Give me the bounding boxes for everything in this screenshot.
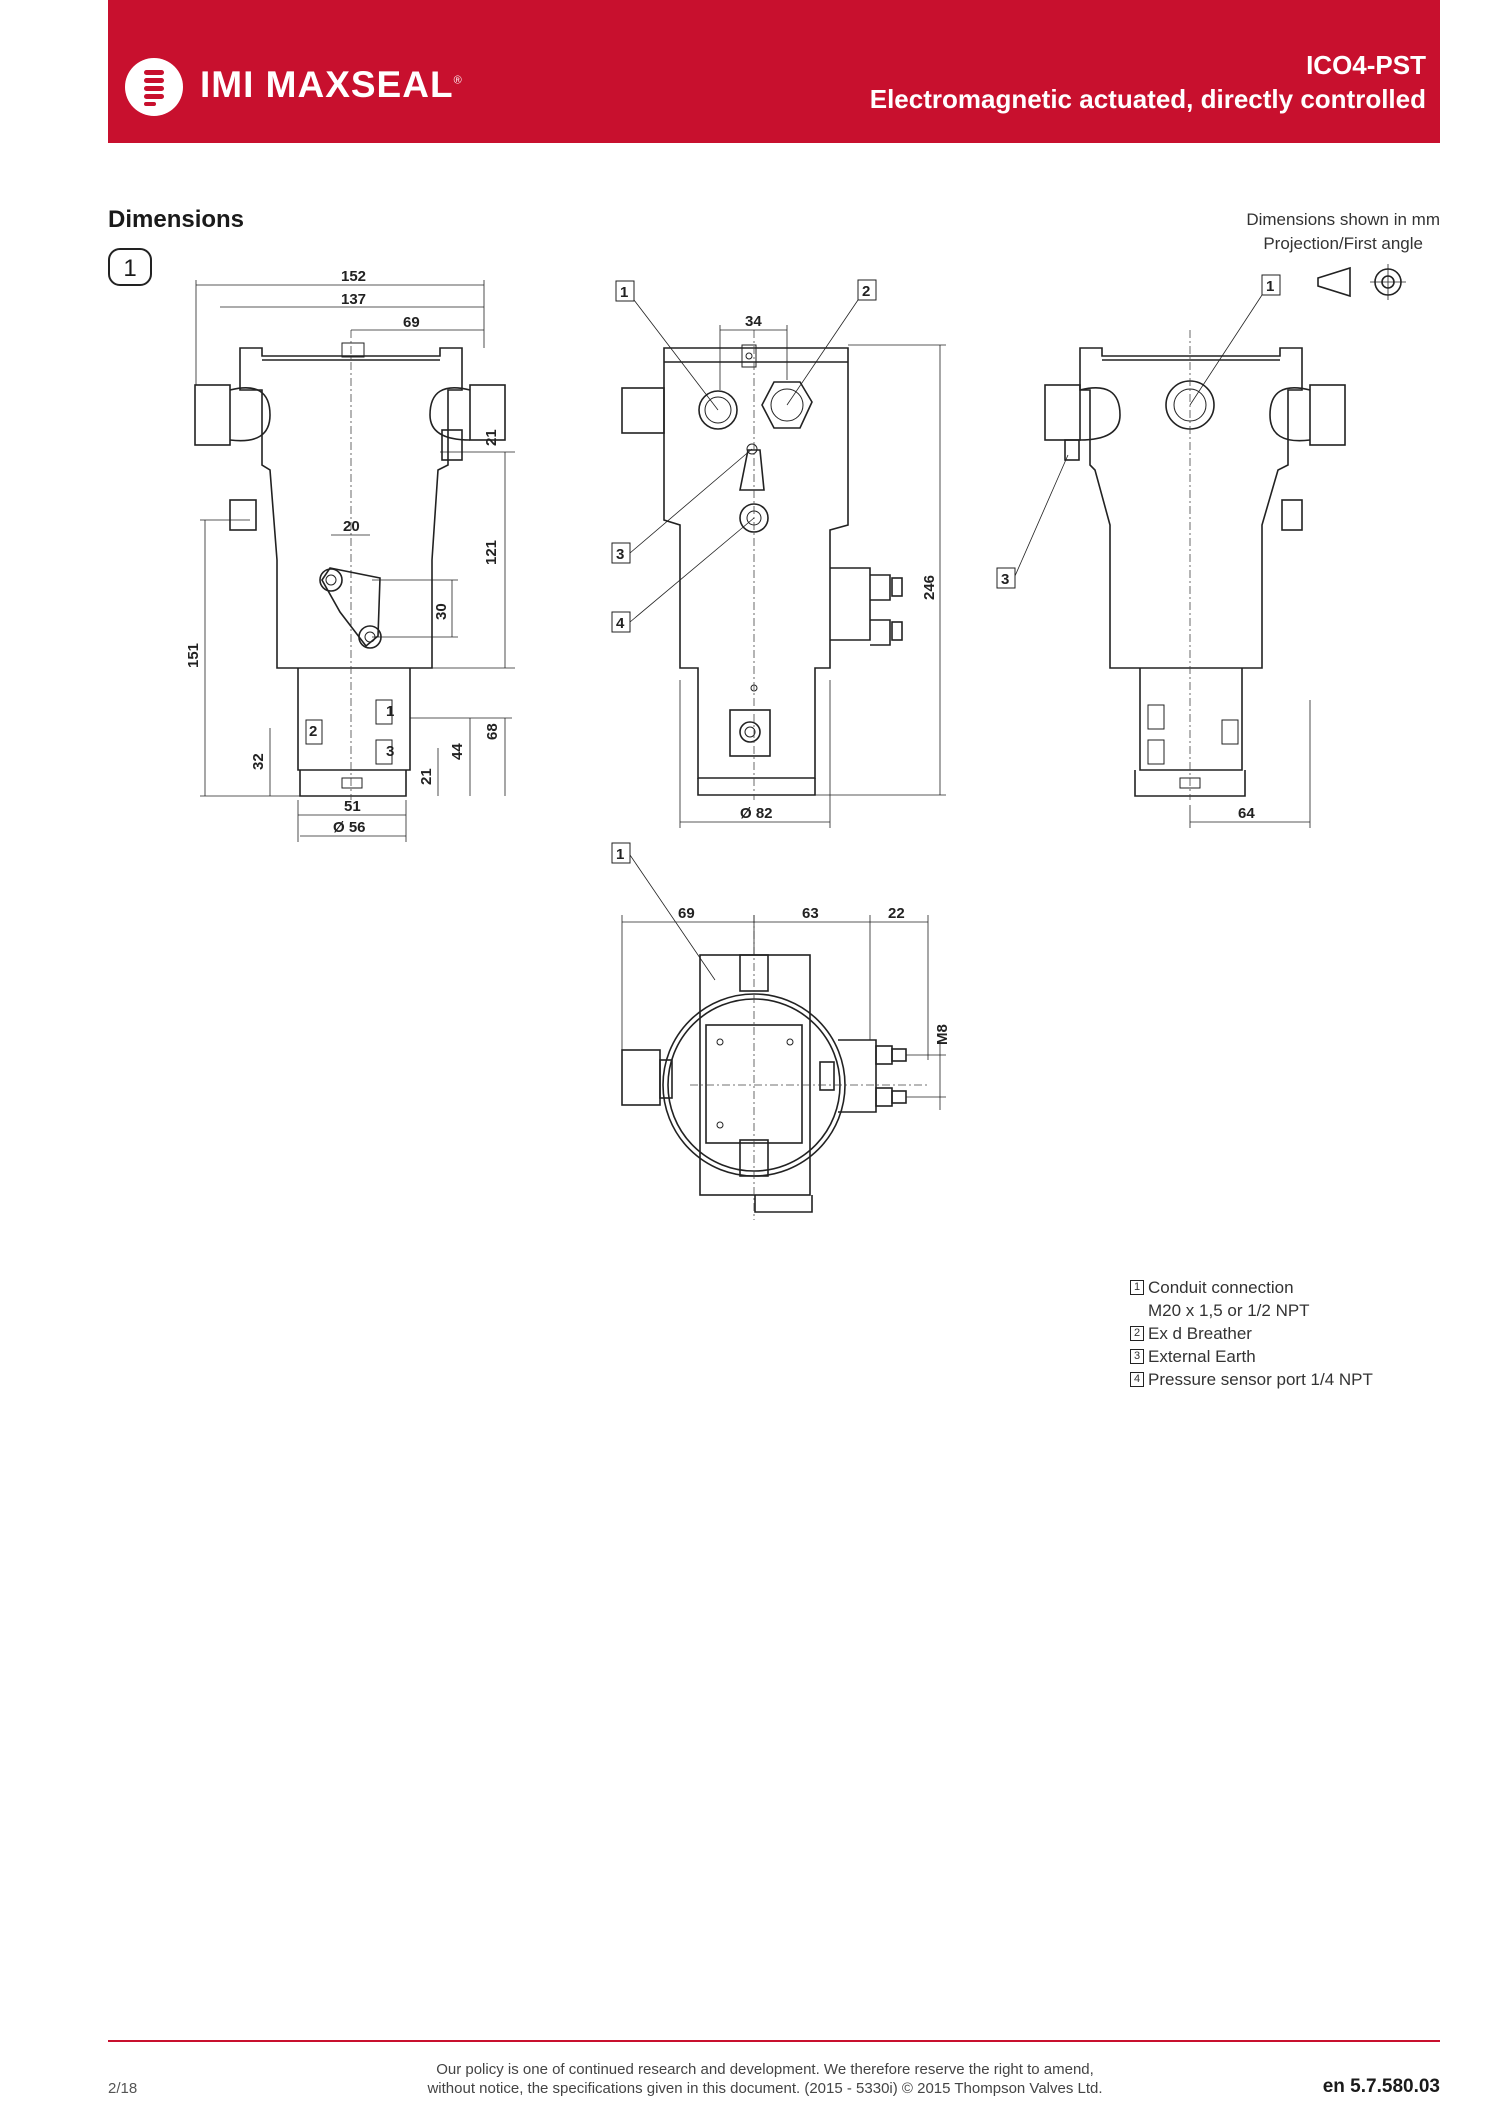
figure-number-badge: 1: [108, 248, 152, 286]
svg-text:152: 152: [341, 268, 366, 285]
legend-text: Ex d Breather: [1148, 1324, 1252, 1343]
section-title: Dimensions: [108, 206, 245, 233]
legend-item: 2 Ex d Breather: [1130, 1322, 1373, 1345]
legend-text: External Earth: [1148, 1347, 1256, 1366]
svg-text:1: 1: [616, 846, 624, 863]
document-title: ICO4-PST Electromagnetic actuated, direc…: [870, 48, 1426, 116]
svg-text:1: 1: [620, 284, 628, 301]
svg-text:44: 44: [449, 743, 466, 760]
callout-box: 3: [996, 567, 1016, 589]
svg-text:1: 1: [1266, 278, 1274, 295]
svg-text:Ø 56: Ø 56: [333, 819, 366, 836]
legend-text: Conduit connection: [1148, 1278, 1294, 1297]
callout-box: 3: [611, 542, 631, 564]
svg-text:M8: M8: [934, 1024, 951, 1045]
port-labels: 2 1 3: [309, 703, 394, 760]
front-view: 2 1 3 152 137 69 21: [185, 268, 515, 842]
legend: 1 Conduit connection M20 x 1,5 or 1/2 NP…: [1130, 1276, 1373, 1391]
units-text: Dimensions shown in mm: [1246, 210, 1440, 229]
units-note: Dimensions shown in mm Projection/First …: [1246, 208, 1440, 256]
svg-text:20: 20: [343, 518, 360, 535]
dimension-drawing: 1 2 1 3: [185, 264, 1406, 1220]
legend-subtext: M20 x 1,5 or 1/2 NPT: [1148, 1301, 1310, 1320]
svg-text:2: 2: [309, 723, 317, 740]
svg-text:3: 3: [386, 743, 394, 760]
callout-box: 4: [611, 611, 631, 633]
callout-box: 1: [1261, 274, 1281, 296]
callout-box: 1: [615, 280, 635, 302]
svg-text:1: 1: [386, 703, 394, 720]
legend-number: 3: [1130, 1349, 1144, 1364]
legend-number: 2: [1130, 1326, 1144, 1341]
svg-text:22: 22: [888, 905, 905, 922]
callout-box: 1: [611, 842, 631, 864]
svg-text:137: 137: [341, 291, 366, 308]
svg-text:51: 51: [344, 798, 361, 815]
svg-text:30: 30: [433, 603, 450, 620]
product-description: Electromagnetic actuated, directly contr…: [869, 84, 1426, 114]
first-angle-projection-icon: [1317, 264, 1406, 300]
side-view: 34 246 Ø 82 1 2 3 4: [611, 279, 946, 828]
top-view: 1 69 63 22 M8: [611, 842, 951, 1220]
legend-item: 1 Conduit connection: [1130, 1276, 1373, 1299]
legend-number: 1: [1130, 1280, 1144, 1295]
side-dimension-labels: 34 246 Ø 82: [740, 313, 938, 822]
policy-statement: Our policy is one of continued research …: [370, 2060, 1160, 2098]
svg-text:Ø 82: Ø 82: [740, 805, 773, 822]
svg-text:121: 121: [483, 540, 500, 565]
svg-text:21: 21: [483, 429, 500, 446]
legend-item: 3 External Earth: [1130, 1345, 1373, 1368]
svg-text:68: 68: [484, 723, 501, 740]
rear-view: 64 3: [996, 294, 1346, 828]
svg-text:63: 63: [802, 905, 819, 922]
svg-text:3: 3: [1001, 571, 1009, 588]
legend-number: 4: [1130, 1372, 1144, 1387]
brand-name: IMI MAXSEAL®: [200, 64, 463, 105]
svg-text:246: 246: [921, 575, 938, 600]
page-number: 2/18: [108, 2080, 138, 2097]
svg-text:69: 69: [403, 314, 420, 331]
svg-text:3: 3: [616, 546, 624, 563]
footer-divider: [108, 2040, 1440, 2042]
svg-text:151: 151: [185, 643, 202, 668]
policy-line: without notice, the specifications given…: [427, 2080, 1103, 2097]
front-dimension-labels: 152 137 69 21 121 20 30 151 68 44 32 21 …: [185, 268, 501, 836]
policy-line: Our policy is one of continued research …: [436, 2061, 1094, 2078]
product-code: ICO4-PST: [1306, 50, 1426, 80]
rear-dimension-label: 64: [1238, 805, 1255, 822]
document-reference: en 5.7.580.03: [1322, 2076, 1440, 2097]
legend-item: 4 Pressure sensor port 1/4 NPT: [1130, 1368, 1373, 1391]
legend-text: Pressure sensor port 1/4 NPT: [1148, 1370, 1373, 1389]
svg-text:21: 21: [418, 768, 435, 785]
projection-text: Projection/First angle: [1263, 234, 1423, 253]
svg-text:2: 2: [862, 283, 870, 300]
svg-text:34: 34: [745, 313, 762, 330]
svg-text:69: 69: [678, 905, 695, 922]
top-dimension-labels: 69 63 22 M8: [678, 905, 951, 1045]
callout-box: 2: [857, 279, 877, 301]
imi-logo-icon: [125, 58, 183, 116]
svg-text:32: 32: [250, 753, 267, 770]
svg-text:4: 4: [616, 615, 625, 632]
header-banner: IMI MAXSEAL® ICO4-PST Electromagnetic ac…: [108, 0, 1440, 143]
